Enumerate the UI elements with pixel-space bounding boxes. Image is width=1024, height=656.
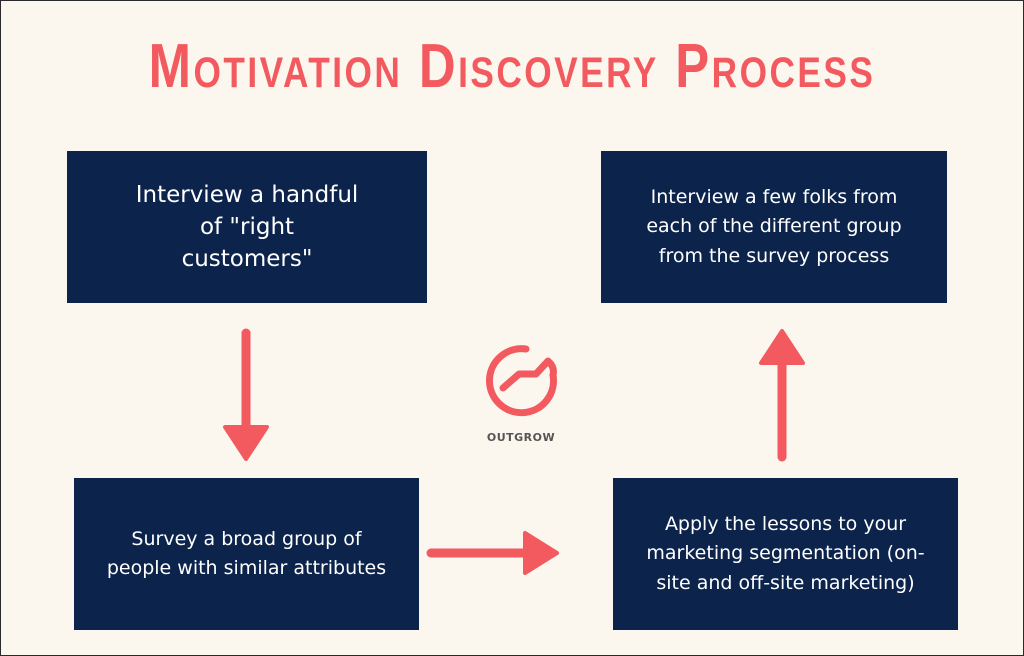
arrow-up-icon: [759, 329, 805, 462]
logo-text: OUTGROW: [486, 431, 556, 444]
step-box-survey-group: Survey a broad group of people with simi…: [74, 478, 419, 630]
outgrow-logo-icon: [486, 345, 557, 417]
step-text: Survey a broad group of people with simi…: [106, 527, 387, 579]
step-text: Apply the lessons to your marketing segm…: [646, 512, 925, 594]
step-box-interview-customers: Interview a handful of "right customers": [67, 151, 427, 303]
page-title: Motivation Discovery Process: [148, 32, 876, 101]
arrow-right-icon: [426, 531, 559, 575]
step-box-interview-groups: Interview a few folks from each of the d…: [601, 151, 947, 303]
outgrow-logo: OUTGROW: [471, 341, 571, 444]
arrow-down-icon: [223, 328, 269, 461]
step-text: Interview a handful of "right customers": [135, 181, 359, 273]
step-box-apply-lessons: Apply the lessons to your marketing segm…: [613, 478, 958, 630]
step-text: Interview a few folks from each of the d…: [646, 185, 902, 267]
